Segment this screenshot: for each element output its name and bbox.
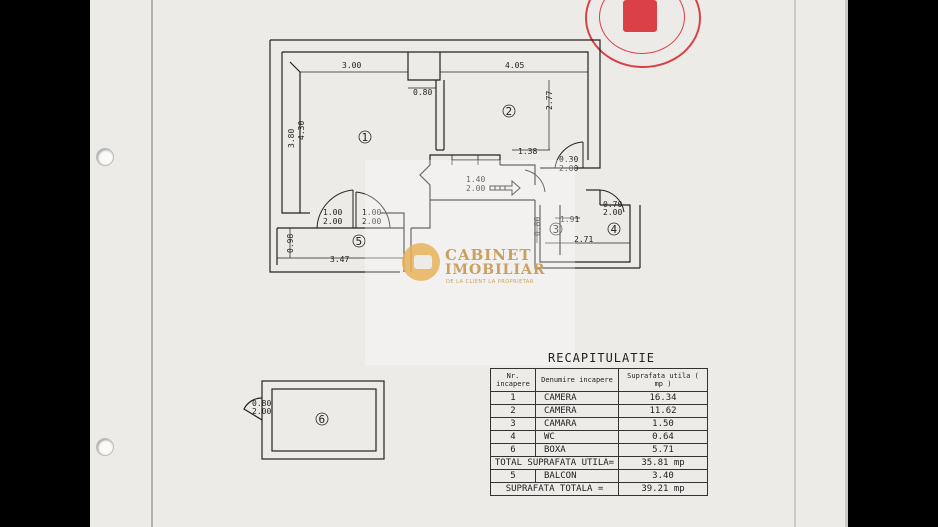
- dim-label: 2.00: [603, 208, 622, 217]
- storage-walls: [243, 380, 385, 460]
- balcony-name: BALCON: [535, 469, 619, 483]
- row-area: 0.64: [618, 430, 708, 444]
- dim-label: 2.00: [362, 217, 381, 226]
- row-area: 11.62: [618, 404, 708, 418]
- total-useful-label: TOTAL SUPRAFATA UTILA=: [490, 456, 619, 470]
- recap-title: RECAPITULATIE: [548, 351, 655, 365]
- dim-label: 0.80: [533, 217, 542, 236]
- dim-label: 1.00: [362, 208, 381, 217]
- room-marker-5: 5: [352, 234, 366, 248]
- dim-label: 1.40: [466, 175, 485, 184]
- dim-label: 0.80: [413, 88, 432, 97]
- header-area: Suprafata utila ( mp ): [618, 368, 708, 392]
- row-area: 1.50: [618, 417, 708, 431]
- table-row: 4 WC 0.64: [490, 430, 708, 444]
- paper-edge: [845, 0, 848, 527]
- dim-label: 0.98: [286, 234, 295, 253]
- row-nr: 1: [490, 391, 536, 405]
- dim-label: 1.00: [323, 208, 342, 217]
- dim-label: 1.38: [518, 147, 537, 156]
- row-name: CAMERA: [535, 391, 619, 405]
- svg-text:2: 2: [506, 105, 513, 118]
- row-name: CAMERA: [535, 404, 619, 418]
- door-swings: [316, 141, 625, 229]
- recap-table: Nr. incapere Denumire incapere Suprafata…: [490, 368, 708, 496]
- svg-text:3: 3: [553, 223, 560, 236]
- header-name: Denumire incapere: [535, 368, 619, 392]
- total-useful-value: 35.81 mp: [618, 456, 708, 470]
- svg-text:1: 1: [362, 131, 369, 144]
- room-marker-4: 4: [607, 222, 621, 236]
- plan-paper: [90, 0, 845, 527]
- row-nr: 2: [490, 404, 536, 418]
- dim-label: 1.91: [560, 215, 579, 224]
- svg-text:4: 4: [611, 223, 618, 236]
- room-marker-1: 1: [358, 130, 372, 144]
- dim-label: 4.30: [297, 121, 306, 140]
- dim-label: 2.77: [545, 91, 554, 110]
- row-name: BOXA: [535, 443, 619, 457]
- dim-label: 2.00: [323, 217, 342, 226]
- watermark-tagline: DE LA CLIENT LA PROPRIETAR: [446, 279, 534, 285]
- row-nr: 4: [490, 430, 536, 444]
- row-name: WC: [535, 430, 619, 444]
- dim-label: 2.00: [559, 164, 578, 173]
- total-useful-row: TOTAL SUPRAFATA UTILA= 35.81 mp: [490, 456, 708, 470]
- dim-label: 0.70: [603, 200, 622, 209]
- recap-header-row: Nr. incapere Denumire incapere Suprafata…: [490, 368, 708, 392]
- entry-arrow-icon: [489, 179, 521, 197]
- balcony-nr: 5: [490, 469, 536, 483]
- room-marker-2: 2: [502, 104, 516, 118]
- row-nr: 6: [490, 443, 536, 457]
- watermark-logo-cut: [414, 255, 432, 269]
- svg-text:6: 6: [319, 413, 326, 426]
- balcony-row: 5 BALCON 3.40: [490, 469, 708, 483]
- dim-label: 3.47: [330, 255, 349, 264]
- table-row: 1 CAMERA 16.34: [490, 391, 708, 405]
- dim-label: 2.00: [252, 407, 271, 416]
- table-row: 6 BOXA 5.71: [490, 443, 708, 457]
- watermark-subtitle: IMOBILIAR: [445, 262, 546, 278]
- total-label: SUPRAFATA TOTALA =: [490, 482, 619, 496]
- room-marker-6: 6: [315, 412, 329, 426]
- row-name: CAMARA: [535, 417, 619, 431]
- punch-hole: [96, 148, 114, 166]
- dim-label: 2.71: [574, 235, 593, 244]
- dimension-lines: [277, 71, 630, 259]
- watermark-title: CABINET: [445, 246, 532, 264]
- watermark-panel: [365, 160, 575, 365]
- row-area: 5.71: [618, 443, 708, 457]
- room-marker-3: 3: [549, 222, 563, 236]
- header-nr: Nr. incapere: [490, 368, 536, 392]
- dim-label: 3.00: [342, 61, 361, 70]
- dim-label: 2.00: [466, 184, 485, 193]
- svg-text:5: 5: [356, 235, 363, 248]
- dim-label: 3.80: [287, 129, 296, 148]
- table-row: 2 CAMERA 11.62: [490, 404, 708, 418]
- row-nr: 3: [490, 417, 536, 431]
- dim-label: 4.05: [505, 61, 524, 70]
- total-row: SUPRAFATA TOTALA = 39.21 mp: [490, 482, 708, 496]
- row-area: 16.34: [618, 391, 708, 405]
- total-value: 39.21 mp: [618, 482, 708, 496]
- dim-label: 0.80: [252, 399, 271, 408]
- balcony-area: 3.40: [618, 469, 708, 483]
- punch-hole: [96, 438, 114, 456]
- table-row: 3 CAMARA 1.50: [490, 417, 708, 431]
- dim-label: 0.30: [559, 155, 578, 164]
- stamp-seal-icon: [623, 0, 657, 32]
